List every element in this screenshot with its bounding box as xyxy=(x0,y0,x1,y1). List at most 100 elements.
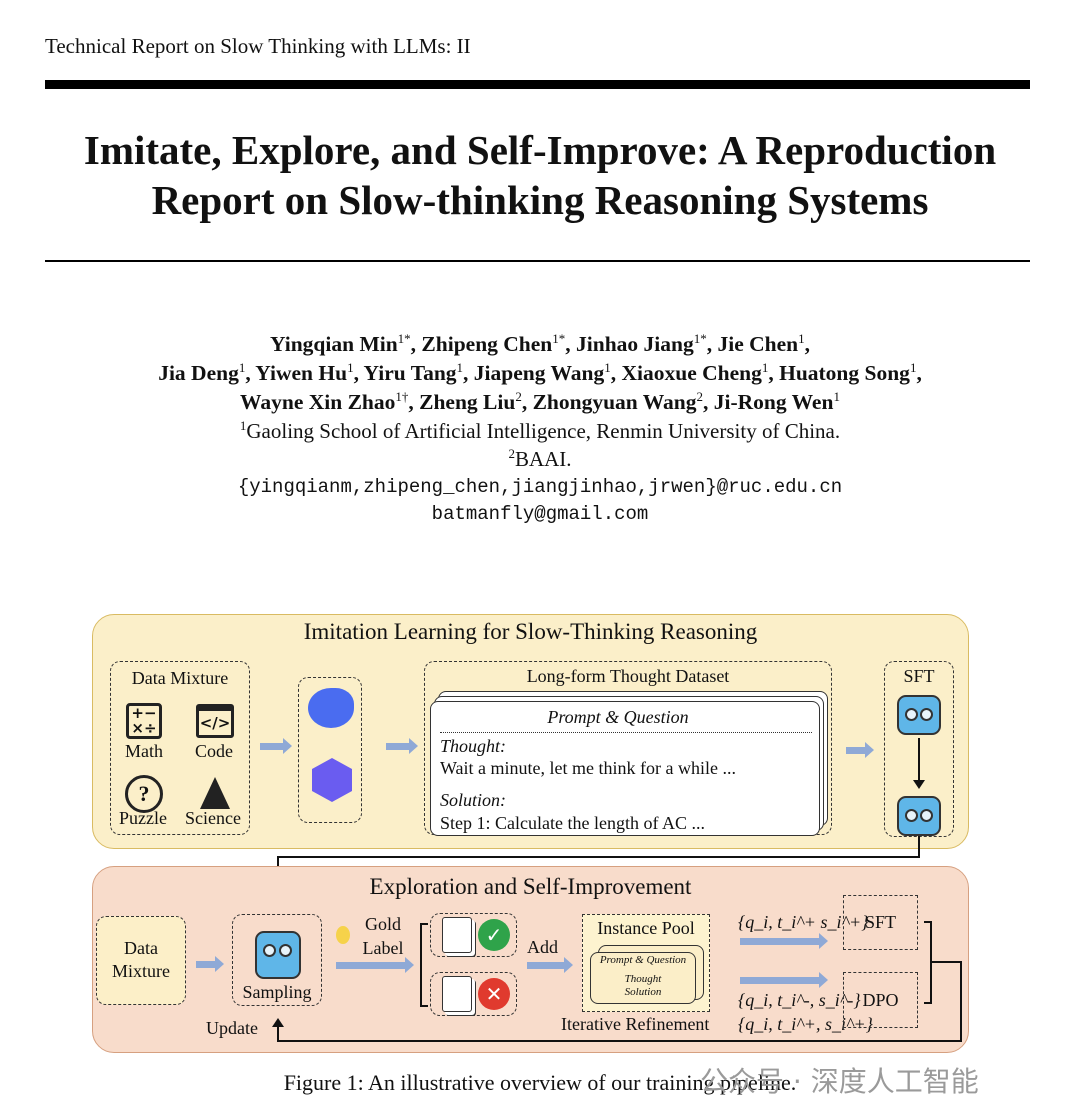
header-rule xyxy=(45,80,1030,89)
positive-tuple-sft: {q_i, t_i^+ s_i^+} xyxy=(738,912,869,932)
code-icon: </> xyxy=(196,704,234,738)
author-name: Ji-Rong Wen xyxy=(713,390,834,415)
author-affiliation-mark: 1 xyxy=(833,389,840,404)
email-line2: batmanfly@gmail.com xyxy=(431,503,649,525)
flow-arrow xyxy=(260,738,292,754)
author-name: Yiwen Hu xyxy=(255,361,348,386)
iterative-refinement-label: Iterative Refinement xyxy=(561,1014,710,1034)
check-icon: ✓ xyxy=(478,919,510,951)
flow-arrow xyxy=(336,957,414,973)
positive-tuple-dpo: {q_i, t_i^+, s_i^+} xyxy=(738,1014,873,1034)
author-affiliation-mark: 2 xyxy=(515,389,522,404)
authors-line1: Yingqian Min1*, Zhipeng Chen1*, Jinhao J… xyxy=(270,331,810,357)
science-flask-icon xyxy=(200,777,230,809)
deepseek-logo-icon xyxy=(308,688,354,728)
arrow-head xyxy=(272,1018,284,1027)
pool-prompt-label: Prompt & Question xyxy=(599,954,687,966)
category-math: Math xyxy=(125,741,163,761)
author-name: Huatong Song xyxy=(779,361,910,386)
author-name: Zhongyuan Wang xyxy=(532,390,697,415)
author-affiliation-mark: 1† xyxy=(395,389,409,404)
affiliation-text: Gaoling School of Artificial Intelligenc… xyxy=(246,419,841,443)
lightbulb-icon xyxy=(336,926,350,944)
document-icon xyxy=(442,917,472,953)
author-name: Jinhao Jiang xyxy=(576,332,694,357)
prompt-question-label: Prompt & Question xyxy=(547,707,689,727)
math-icon: +−×÷ xyxy=(126,703,162,739)
puzzle-icon: ? xyxy=(125,775,163,813)
affiliation-1: 1Gaoling School of Artificial Intelligen… xyxy=(0,418,1080,444)
connector-line xyxy=(960,961,962,1042)
data-mixture-label-2: Mixture xyxy=(112,961,170,981)
solution-label: Solution: xyxy=(440,790,506,810)
arrow-head xyxy=(913,780,925,789)
card-divider xyxy=(440,732,812,733)
pool-thought-label: Thought xyxy=(624,973,662,985)
wrong-sample-box xyxy=(430,972,517,1016)
author-name: Jia Deng xyxy=(158,361,239,386)
sft-model-robot-icon xyxy=(897,796,941,836)
update-arrow xyxy=(277,1022,279,1042)
thought-label: Thought: xyxy=(440,736,507,756)
negative-tuple: {q_i, t_i^-, s_i^-} xyxy=(738,990,861,1010)
figure-caption: Figure 1: An illustrative overview of ou… xyxy=(283,1070,797,1095)
author-name: Zhipeng Chen xyxy=(421,332,553,357)
author-name: Xiaoxue Cheng xyxy=(621,361,762,386)
category-science: Science xyxy=(185,808,241,828)
authors-line3: Wayne Xin Zhao1†, Zheng Liu2, Zhongyuan … xyxy=(240,389,840,415)
author-name: Wayne Xin Zhao xyxy=(240,390,396,415)
solution-text: Step 1: Calculate the length of AC ... xyxy=(440,813,705,833)
bracket xyxy=(420,923,428,1007)
authors-line2: Jia Deng1, Yiwen Hu1, Yiru Tang1, Jiapen… xyxy=(158,360,922,386)
author-affiliation-mark: 1* xyxy=(397,331,411,346)
gold-label-2: Label xyxy=(362,938,404,958)
category-puzzle: Puzzle xyxy=(119,808,167,828)
data-mixture-box xyxy=(110,661,250,835)
flow-arrow xyxy=(740,972,828,988)
author-affiliation-mark: 1* xyxy=(552,331,566,346)
flow-arrow xyxy=(196,956,224,972)
teacher-models-box xyxy=(298,677,362,823)
author-affiliation-mark: 1 xyxy=(798,331,805,346)
author-affiliation-mark: 1 xyxy=(761,360,769,375)
exploration-panel xyxy=(92,866,969,1053)
flow-arrow xyxy=(740,933,828,949)
data-mixture-box-2 xyxy=(96,916,186,1005)
author-affiliation-mark: 1 xyxy=(909,360,917,375)
paper-title-line1: Imitate, Explore, and Self-Improve: A Re… xyxy=(83,127,997,173)
author-affiliation-mark: 1 xyxy=(604,360,611,375)
dpo-stage-box xyxy=(843,972,918,1028)
dpo-stage-label: DPO xyxy=(862,990,899,1010)
connector-line xyxy=(277,856,920,858)
base-model-robot-icon xyxy=(897,695,941,735)
author-affiliation-mark: 1* xyxy=(693,331,707,346)
instance-pool-label: Instance Pool xyxy=(597,918,695,938)
update-loop-line xyxy=(277,1040,962,1042)
author-affiliation-mark: 2 xyxy=(696,389,704,404)
pool-solution-label: Solution xyxy=(624,986,662,998)
gold-label-1: Gold xyxy=(365,914,401,934)
watermark: 公众号 · 深度人工智能 xyxy=(700,1065,979,1098)
author-name: Jie Chen xyxy=(717,332,799,357)
author-name: Yiru Tang xyxy=(363,361,457,386)
pool-card xyxy=(590,952,696,1004)
title-rule xyxy=(45,260,1030,262)
sft-stage-box xyxy=(843,895,918,950)
sft-label: SFT xyxy=(903,666,935,686)
document-icon xyxy=(442,976,472,1012)
author-name: Yingqian Min xyxy=(270,332,398,357)
affiliation-mark: 1 xyxy=(239,418,247,433)
exploration-panel-title: Exploration and Self-Improvement xyxy=(369,874,692,899)
thought-text: Wait a minute, let me think for a while … xyxy=(440,758,736,778)
sampling-label: Sampling xyxy=(242,982,312,1002)
imitation-panel-title: Imitation Learning for Slow-Thinking Rea… xyxy=(303,619,758,644)
dataset-card xyxy=(430,701,820,836)
author-name: Zheng Liu xyxy=(419,390,516,415)
email-line1: {yingqianm,zhipeng_chen,jiangjinhao,jrwe… xyxy=(237,476,843,498)
flow-arrow xyxy=(386,738,418,754)
sft-arrow xyxy=(918,738,920,782)
connector-line xyxy=(932,961,962,963)
correct-sample-box xyxy=(430,913,517,957)
connector-line xyxy=(918,836,920,857)
update-label: Update xyxy=(206,1018,258,1038)
